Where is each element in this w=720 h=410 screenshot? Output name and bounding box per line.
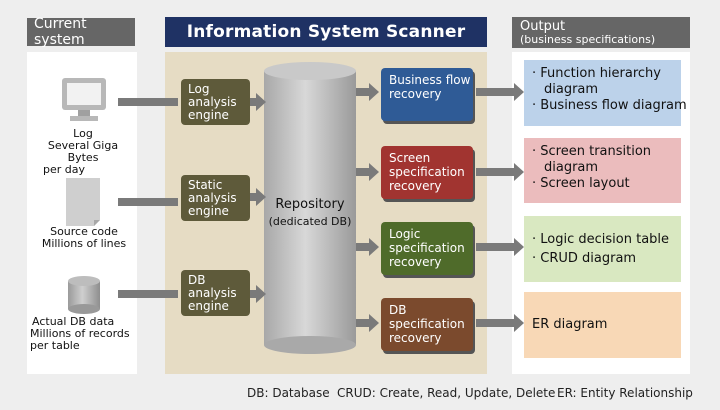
db-analysis-engine: DB analysis engine xyxy=(181,270,250,316)
source-code-label: Source code Millions of lines xyxy=(34,226,134,250)
engine-line: Log xyxy=(188,82,210,96)
output-item: ER diagram xyxy=(532,317,608,332)
recovery-line: recovery xyxy=(389,331,442,345)
scanner-header: Information System Scanner xyxy=(165,17,487,47)
output-header: Output (business specifications) xyxy=(512,17,690,48)
output-item: diagram xyxy=(544,82,599,97)
recovery-line: recovery xyxy=(389,87,442,101)
output-item: · Function hierarchy xyxy=(532,66,661,81)
repository-subtitle: (dedicated DB) xyxy=(268,215,352,228)
output-db: ER diagram xyxy=(524,292,681,358)
monitor-icon xyxy=(62,78,106,121)
database-icon xyxy=(68,276,100,314)
output-item: · Logic decision table xyxy=(532,232,670,247)
business-flow-recovery: Business flow recovery xyxy=(381,68,473,121)
output-subtitle: (business specifications) xyxy=(520,32,656,46)
recovery-line: recovery xyxy=(389,255,442,269)
engine-line: engine xyxy=(188,108,229,122)
output-title: Output xyxy=(520,18,566,34)
repository-cylinder xyxy=(264,62,356,354)
output-item: · Business flow diagram xyxy=(532,98,687,113)
footer-er-legend: ER: Entity Relationship xyxy=(557,386,693,400)
engine-line: DB xyxy=(188,273,206,287)
repository-label: Repository (dedicated DB) xyxy=(264,196,356,230)
document-icon xyxy=(66,178,100,226)
input-arrows xyxy=(118,83,524,332)
output-business-flow: · Function hierarchy diagram · Business … xyxy=(524,60,687,126)
current-system-title: Current system xyxy=(34,16,87,48)
db-specification-recovery: DB specification recovery xyxy=(381,298,473,351)
log-source-line: Log xyxy=(73,127,93,140)
db-data-label: Actual DB data Millions of records per t… xyxy=(30,316,140,352)
logic-specification-recovery: Logic specification recovery xyxy=(381,222,473,275)
source-code-line: Millions of lines xyxy=(41,237,127,250)
recovery-line: recovery xyxy=(389,179,442,193)
output-item: · Screen layout xyxy=(532,176,630,191)
engine-line: Static xyxy=(188,178,223,192)
recovery-line: specification xyxy=(389,241,465,255)
log-source-line: Several Giga Bytes xyxy=(47,139,119,164)
recovery-line: Screen xyxy=(389,151,431,165)
output-item: · CRUD diagram xyxy=(532,251,637,266)
output-item: diagram xyxy=(544,160,599,175)
recovery-line: specification xyxy=(389,165,465,179)
engine-line: analysis xyxy=(188,286,237,300)
db-data-line: Millions of records xyxy=(30,327,130,340)
db-data-line: per table xyxy=(30,339,80,352)
output-logic: · Logic decision table · CRUD diagram xyxy=(524,216,681,282)
static-analysis-engine: Static analysis engine xyxy=(181,175,250,221)
current-system-header: Current system xyxy=(27,16,135,48)
engine-line: engine xyxy=(188,204,229,218)
recovery-line: Logic xyxy=(389,227,421,241)
log-source-line: per day xyxy=(43,163,86,176)
log-analysis-engine: Log analysis engine xyxy=(181,79,250,125)
source-code-line: Source code xyxy=(50,225,118,238)
engine-line: analysis xyxy=(188,95,237,109)
log-source-label: Log Several Giga Bytes per day xyxy=(40,128,126,176)
footer-db-legend: DB: Database xyxy=(247,386,330,400)
footer-crud-legend: CRUD: Create, Read, Update, Delete xyxy=(337,386,556,400)
recovery-line: specification xyxy=(389,317,465,331)
recovery-line: DB xyxy=(389,303,407,317)
recovery-line: Business flow xyxy=(389,73,471,87)
engine-line: analysis xyxy=(188,191,237,205)
repository-title: Repository xyxy=(275,197,345,212)
engine-line: engine xyxy=(188,299,229,313)
db-data-line: Actual DB data xyxy=(32,315,115,328)
scanner-title: Information System Scanner xyxy=(186,22,466,42)
output-item: · Screen transition xyxy=(532,144,652,159)
screen-specification-recovery: Screen specification recovery xyxy=(381,146,473,199)
output-screen: · Screen transition diagram · Screen lay… xyxy=(524,138,681,203)
